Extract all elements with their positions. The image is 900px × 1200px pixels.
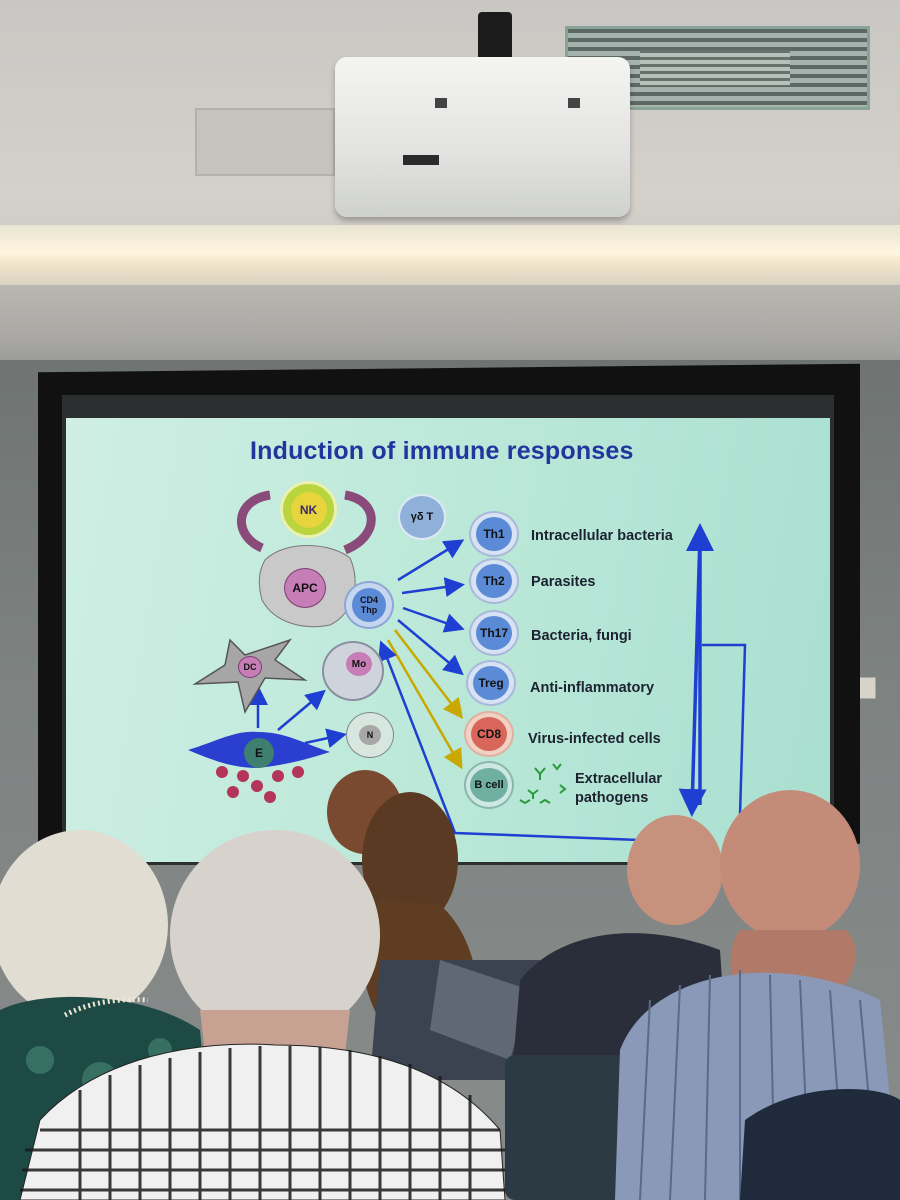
- projector-lens: [403, 155, 439, 165]
- nk-cell: NK: [280, 481, 337, 538]
- th1-cell: Th1: [469, 511, 519, 557]
- person-curly-hair-head: [362, 792, 458, 928]
- virus-infected-cells-label: Virus-infected cells: [528, 731, 661, 747]
- pathogens: [216, 766, 304, 803]
- treg-label: Treg: [473, 666, 509, 700]
- pathogens-label: pathogens: [575, 790, 649, 806]
- arrow-to-bcell: [386, 639, 463, 770]
- arrow-to-cd8: [394, 629, 464, 719]
- arrow-e-to-mo: [277, 689, 326, 731]
- air-vent-inner: [640, 50, 790, 86]
- b-cell: B cell: [464, 761, 514, 809]
- n-label: N: [359, 725, 381, 745]
- ceiling-panel: [195, 108, 335, 176]
- nk-label: NK: [290, 491, 327, 528]
- dark-jacket: [740, 1088, 900, 1200]
- parasites-label: Parasites: [531, 574, 596, 590]
- presentation-slide: [66, 418, 830, 862]
- checked-shirt-pattern: [19, 1043, 506, 1200]
- vertical-arrow-down: [678, 534, 707, 817]
- bacteria-fungi-label: Bacteria, fungi: [531, 628, 632, 644]
- cycle-arrow-left: [236, 490, 271, 553]
- mo-cell: Mo: [322, 641, 384, 701]
- thp-label: Thp: [360, 605, 378, 615]
- arrow-to-th2: [401, 577, 465, 597]
- person-bald-right-head: [720, 790, 860, 940]
- chair: [505, 1055, 630, 1200]
- person-bald-left-head: [627, 815, 723, 925]
- e-cell-nucleus: E: [244, 738, 274, 768]
- cd4-thp-cell: CD4 Thp: [344, 581, 394, 629]
- slide-title: Induction of immune responses: [250, 437, 634, 465]
- ceiling-beam: [0, 285, 900, 360]
- n-cell: N: [346, 712, 394, 758]
- ceiling-light-strip: [0, 225, 900, 287]
- arrow-to-th1: [397, 539, 465, 582]
- dc-label-cell: DC: [238, 656, 262, 678]
- gamma-delta-t-cell: γδ T: [398, 494, 446, 540]
- anti-inflammatory-label: Anti-inflammatory: [530, 680, 655, 696]
- cd4-label: CD4: [359, 595, 378, 605]
- arrow-e-to-n: [304, 728, 347, 748]
- projector-port-left: [435, 98, 447, 108]
- cd8-cell: CD8: [464, 711, 514, 757]
- cd8-label: CD8: [471, 717, 507, 751]
- dc-label: DC: [243, 662, 257, 672]
- antibodies: [519, 763, 567, 805]
- gamma-delta-t-label: γδ T: [410, 511, 434, 523]
- arrow-to-th17: [402, 606, 465, 633]
- arrow-to-treg: [397, 619, 464, 676]
- apc-label-cell: APC: [284, 568, 326, 608]
- e-label: E: [254, 746, 263, 760]
- bracket-line: [702, 643, 747, 816]
- apc-label: APC: [292, 581, 318, 595]
- th17-label: Th17: [476, 616, 512, 650]
- cycle-arrow-right: [343, 490, 376, 555]
- person-white-hair-woman-head: [0, 830, 168, 1020]
- treg-cell: Treg: [466, 660, 516, 706]
- th2-cell: Th2: [469, 558, 519, 604]
- projector-port-right: [568, 98, 580, 108]
- person-white-hair-man-head: [170, 830, 380, 1040]
- th17-cell: Th17: [469, 610, 519, 656]
- b-cell-label: B cell: [470, 768, 508, 802]
- feedback-arrow: [378, 640, 641, 842]
- mo-label: Mo: [346, 652, 372, 676]
- extracellular-label: Extracellular: [575, 771, 663, 787]
- th1-label: Th1: [476, 517, 512, 551]
- projector: [335, 57, 630, 217]
- projector-mount: [478, 12, 512, 62]
- intracellular-bacteria-label: Intracellular bacteria: [531, 528, 673, 544]
- th2-label: Th2: [476, 564, 512, 598]
